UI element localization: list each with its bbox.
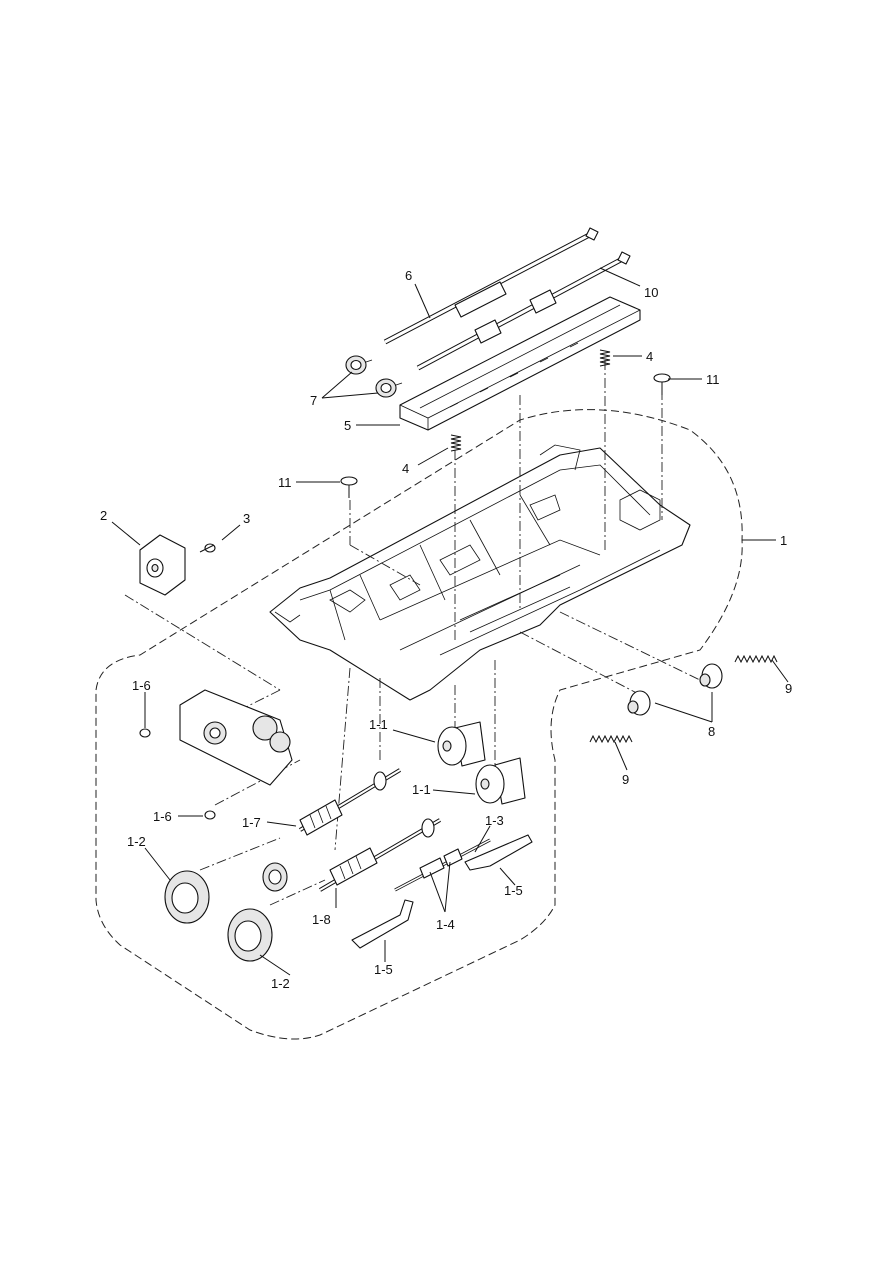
callout-1-5a: 1-5 [504,883,523,898]
levers-1-5 [351,834,533,949]
callout-1-4: 1-4 [436,917,455,932]
callout-1-8: 1-8 [312,912,331,927]
callout-9a: 9 [785,681,792,696]
shaft-1-8 [318,818,442,892]
springs-9 [589,654,778,744]
shaft-1-7 [298,768,402,836]
callout-leaders [111,267,789,976]
callout-7: 7 [310,393,317,408]
springs-4 [450,349,611,452]
shaft-1-3-parts-1-4 [394,838,491,892]
gears-7 [345,355,403,398]
callout-4a: 4 [646,349,653,364]
callout-1-6b: 1-6 [153,809,172,824]
motor-2 [139,534,216,596]
callout-1-1a: 1-1 [369,717,388,732]
callout-1-5b: 1-5 [374,962,393,977]
callout-labels: 6 10 7 4 11 5 4 11 1 2 3 1-6 1-6 1-7 1-2… [100,268,792,991]
callout-5: 5 [344,418,351,433]
assembly-boundary [95,409,743,1040]
shaft-6 [383,227,599,345]
rollers-1-1 [437,721,526,805]
callout-1-1b: 1-1 [412,782,431,797]
callout-8: 8 [708,724,715,739]
callout-10: 10 [644,285,658,300]
frame-chassis [269,444,691,701]
callout-1-2b: 1-2 [271,976,290,991]
screws-11 [340,373,671,498]
drive-unit [139,689,293,820]
callout-11a: 11 [706,372,720,387]
callout-1: 1 [780,533,787,548]
guide-5 [399,296,641,431]
callout-4b: 4 [402,461,409,476]
callout-2: 2 [100,508,107,523]
alignment-lines [124,360,701,906]
callout-9b: 9 [622,772,629,787]
callout-1-6a: 1-6 [132,678,151,693]
gear-center [262,862,288,892]
rollers-8 [627,663,723,716]
callout-6: 6 [405,268,412,283]
callout-11b: 11 [278,475,292,490]
callout-1-2a: 1-2 [127,834,146,849]
callout-3: 3 [243,511,250,526]
gears-1-2 [164,870,273,962]
callout-1-3: 1-3 [485,813,504,828]
callout-1-7: 1-7 [242,815,261,830]
shaft-10 [416,251,631,371]
